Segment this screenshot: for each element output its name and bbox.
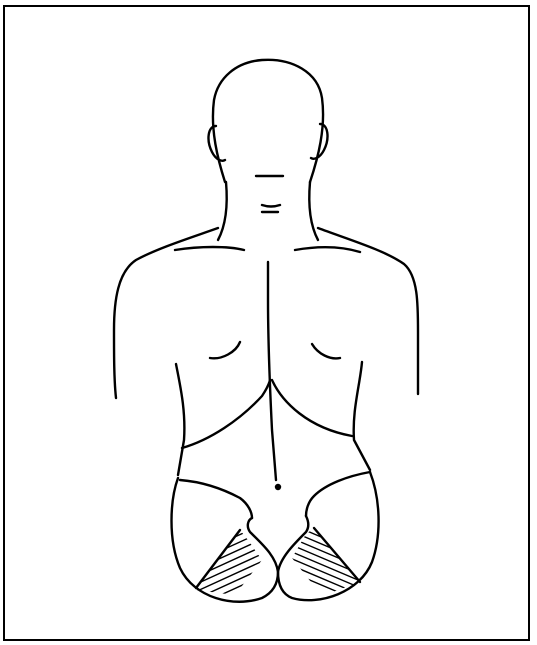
head-outline — [213, 60, 323, 182]
right-torso-side — [354, 362, 370, 470]
left-buttock-hatching — [180, 530, 271, 604]
waist-line — [180, 480, 252, 518]
left-buttock-outline — [172, 478, 279, 602]
left-torso-side — [176, 364, 184, 475]
left-scapula-mark — [210, 342, 240, 358]
sacral-point — [275, 484, 281, 490]
right-hatch-boundary — [314, 528, 360, 582]
neck-crease-lower — [262, 205, 280, 207]
spine-line — [268, 262, 276, 480]
left-rib-margin — [182, 380, 270, 448]
right-shoulder-outline — [318, 228, 418, 394]
neck-right — [309, 182, 318, 240]
right-rib-margin — [272, 380, 352, 436]
left-trapezius — [175, 247, 244, 250]
right-trapezius — [295, 247, 360, 252]
right-scapula-mark — [312, 344, 340, 358]
left-shoulder-outline — [114, 228, 218, 398]
neck-left — [218, 182, 227, 240]
waist-line-right — [306, 472, 370, 516]
